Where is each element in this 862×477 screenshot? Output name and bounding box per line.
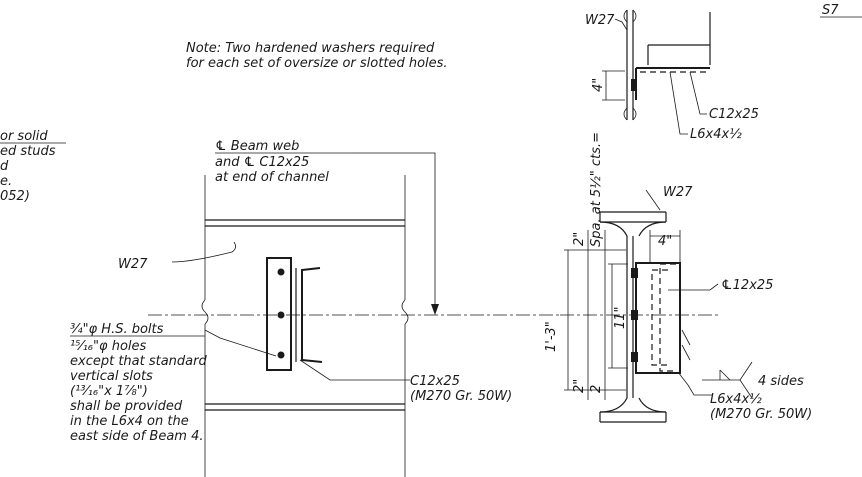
dim-spacing-count: 2 <box>589 385 604 393</box>
c12x25-top-label: C12x25 <box>709 107 759 122</box>
svg-text:in the L6x4 on the: in the L6x4 on the <box>70 414 189 429</box>
svg-text:(¹³⁄₁₆"x 1⅞"): (¹³⁄₁₆"x 1⅞") <box>70 384 148 399</box>
svg-text:vertical slots: vertical slots <box>70 369 153 384</box>
cl-leader <box>348 152 436 310</box>
svg-text:052): 052) <box>0 189 30 204</box>
cl-note-line-3: at end of channel <box>215 170 329 185</box>
left-note: or solid ed studs d e. 052) <box>0 129 66 204</box>
svg-text:ed studs: ed studs <box>0 144 56 159</box>
svg-text:e.: e. <box>0 174 12 189</box>
w27-section-label: W27 <box>663 185 693 200</box>
svg-text:except that standard: except that standard <box>70 354 207 369</box>
note-line-2: for each set of oversize or slotted hole… <box>186 56 448 71</box>
w27-top-label: W27 <box>585 13 615 28</box>
bolt-note: ¾"φ H.S. bolts ¹⁵⁄₁₆"φ holes except that… <box>70 322 207 444</box>
dim-top-2in: 2" <box>572 232 587 246</box>
dim-spacing: Spa. at 5½" cts.= <box>589 132 604 247</box>
sheet-ref: S7 <box>822 3 839 18</box>
cl-note-line-2: and ℄ C12x25 <box>215 155 309 170</box>
svg-text:or solid: or solid <box>0 129 48 144</box>
dim-bottom-2in: 2" <box>572 379 587 393</box>
dim-overall: 1'-3" <box>544 321 559 352</box>
plan-view <box>148 175 560 477</box>
dim-section-4in: 4" <box>658 234 672 249</box>
svg-text:¹⁵⁄₁₆"φ holes: ¹⁵⁄₁₆"φ holes <box>70 339 147 354</box>
cl-note-line-1: ℄ Beam web <box>215 139 299 154</box>
four-sides-label: 4 sides <box>758 374 804 389</box>
svg-text:shall be provided: shall be provided <box>70 399 183 414</box>
cl-leader-arrow <box>431 304 439 315</box>
l6x4-top-label: L6x4x½ <box>690 127 742 142</box>
l6x4-section-label-2: (M270 Gr. 50W) <box>710 407 812 422</box>
note-line-1: Note: Two hardened washers required <box>186 41 435 56</box>
c12x25-plan-label-2: (M270 Gr. 50W) <box>410 389 512 404</box>
l6x4-section-label-1: L6x4x½ <box>710 392 762 407</box>
dim-eleven: 11" <box>613 306 628 329</box>
top-detail-dim-4in: 4" <box>591 78 606 92</box>
cl-c12x25-section-label: ℄12x25 <box>721 278 773 293</box>
svg-text:¾"φ H.S. bolts: ¾"φ H.S. bolts <box>70 322 164 337</box>
top-detail: 4" <box>591 9 711 135</box>
section-view <box>560 189 753 423</box>
w27-plan-label: W27 <box>118 257 148 272</box>
svg-text:east side of Beam 4.: east side of Beam 4. <box>70 429 203 444</box>
c12x25-plan-label-1: C12x25 <box>410 374 460 389</box>
svg-text:d: d <box>0 159 9 174</box>
